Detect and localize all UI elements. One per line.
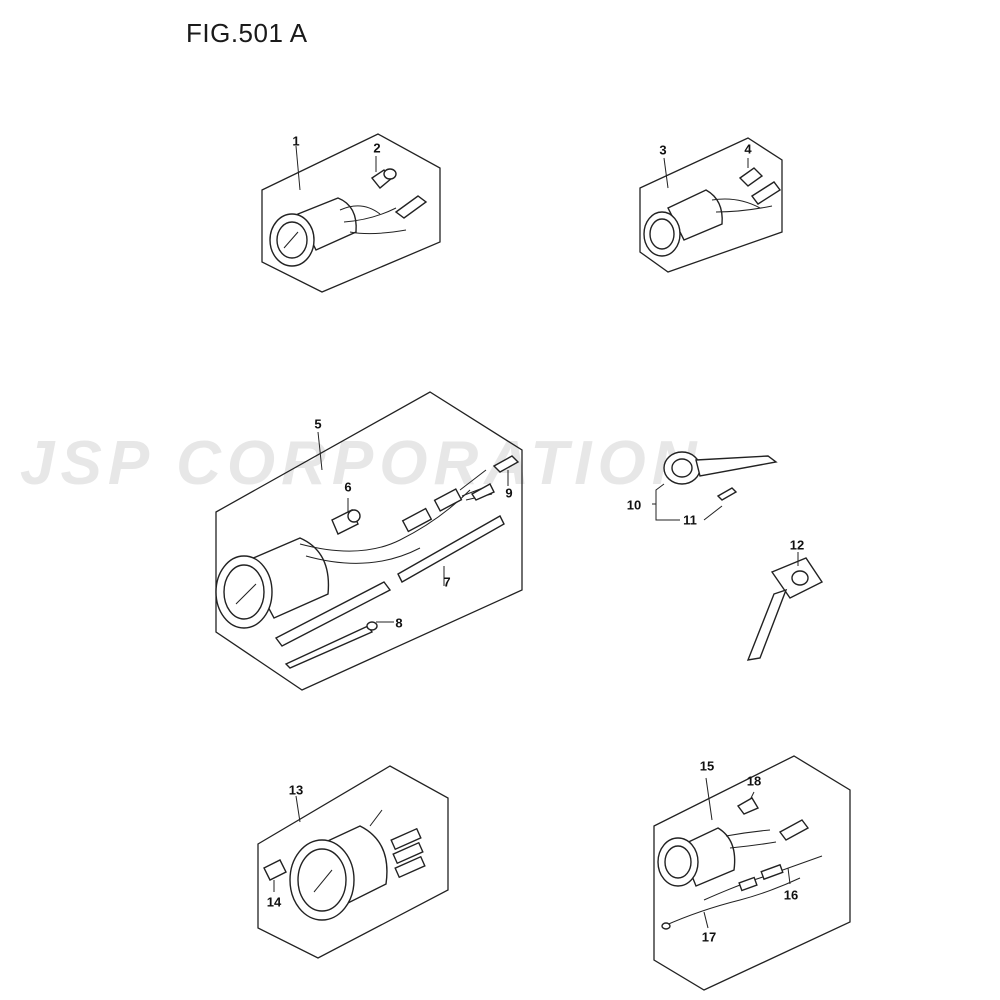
gauge-part-5: [215, 489, 471, 629]
callout-5: 5: [314, 416, 322, 432]
gauge-part-3: [643, 189, 773, 257]
callout-8: 8: [395, 615, 403, 631]
housing-part-10: [663, 451, 778, 485]
bulb-part-14: [263, 859, 287, 881]
socket-part-15: [778, 819, 810, 841]
callout-14: 14: [266, 894, 282, 910]
callout-10: 10: [626, 497, 642, 513]
box-group-3: [639, 137, 783, 273]
callout-6: 6: [344, 479, 352, 495]
bulb-part-6: [331, 509, 361, 535]
callout-3: 3: [659, 142, 667, 158]
callout-16: 16: [783, 887, 799, 903]
callout-9: 9: [505, 485, 513, 501]
sensor-part-12: [746, 552, 824, 661]
callout-12: 12: [789, 537, 805, 553]
callout-15: 15: [699, 758, 715, 774]
callout-2: 2: [373, 140, 381, 156]
bulb-part-18: [736, 797, 760, 815]
tube-part-7: [274, 515, 505, 647]
box-group-1: [261, 133, 441, 293]
harness-part-16: [703, 855, 823, 901]
bulb-socket-part-3: [750, 181, 782, 205]
socket-part-9: [470, 455, 520, 501]
box-group-13: [257, 765, 449, 959]
watermark: JSP CORPORATION: [20, 429, 703, 498]
callout-4: 4: [744, 141, 752, 157]
connector-part: [401, 469, 493, 533]
harness-part-17: [661, 877, 801, 930]
callout-11: 11: [683, 512, 697, 528]
box-group-5: [215, 391, 523, 691]
figure-title: FIG.501 A: [186, 18, 308, 48]
box-group-15: [653, 755, 851, 991]
callout-7: 7: [443, 574, 451, 590]
bulb-part-4: [738, 167, 764, 187]
gauge-part-15: [657, 827, 777, 887]
gauge-part-13: [289, 809, 426, 921]
gauge-part-1: [269, 197, 407, 267]
callout-17: 17: [701, 929, 717, 945]
callout-13: 13: [288, 782, 304, 798]
callout-18: 18: [746, 773, 762, 789]
rod-part-8: [284, 621, 378, 669]
bulb-socket-part: [394, 195, 428, 219]
bulb-part-2: [370, 168, 397, 189]
callout-1: 1: [292, 133, 300, 149]
bracket-lead-10-11: [652, 483, 723, 521]
screw-part-11: [716, 487, 738, 501]
